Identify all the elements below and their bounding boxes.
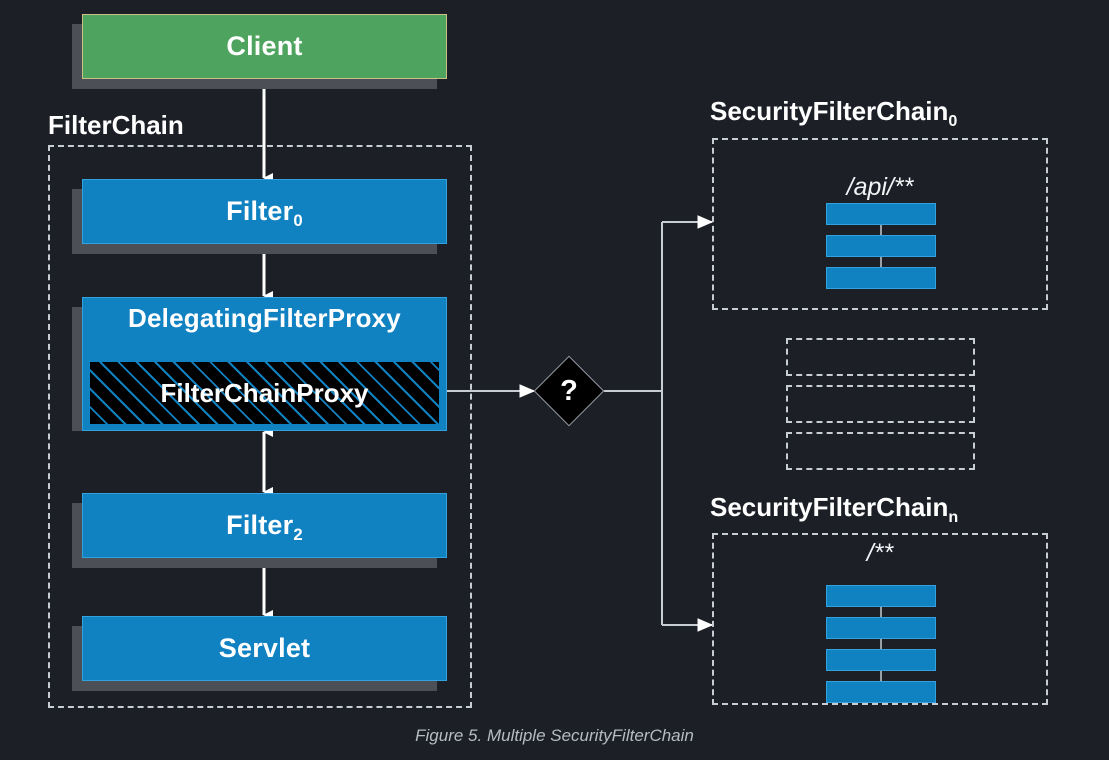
- placeholder-chain-box: [786, 385, 975, 423]
- security-filter-chain-n-connector: [880, 639, 882, 649]
- security-filter-chain-n-filter-bar[interactable]: [826, 617, 936, 639]
- security-filter-chain-0-filter-bar[interactable]: [826, 203, 936, 225]
- filter-chain-container: [48, 145, 472, 708]
- filter-0-box[interactable]: Filter0: [82, 179, 447, 244]
- filter-2-box[interactable]: Filter2: [82, 493, 447, 558]
- filter-chain-proxy-box[interactable]: FilterChainProxy: [90, 362, 439, 424]
- security-filter-chain-n-filter-bar[interactable]: [826, 585, 936, 607]
- security-filter-chain-0-connector: [880, 225, 882, 235]
- security-filter-chain-0-caption: SecurityFilterChain0: [710, 96, 958, 130]
- security-filter-chain-n-caption: SecurityFilterChainn: [710, 492, 959, 526]
- decision-diamond-label: ?: [560, 374, 578, 407]
- security-filter-chain-0-connector: [880, 257, 882, 267]
- security-filter-chain-n-connector: [880, 607, 882, 617]
- delegating-filter-proxy-label: DelegatingFilterProxy: [128, 303, 401, 333]
- security-filter-chain-n-filter-bar[interactable]: [826, 649, 936, 671]
- filter-chain-caption: FilterChain: [48, 110, 184, 140]
- client-box[interactable]: Client: [82, 14, 447, 79]
- servlet-label: Servlet: [218, 633, 311, 663]
- security-filter-chain-0-filter-bar[interactable]: [826, 267, 936, 289]
- security-filter-chain-0-container: [712, 138, 1048, 310]
- filter-0-label: Filter0: [226, 196, 303, 231]
- filter-2-label: Filter2: [226, 510, 303, 545]
- security-filter-chain-n-pattern: /**: [866, 539, 894, 567]
- security-filter-chain-0-pattern: /api/**: [846, 173, 914, 201]
- placeholder-chain-box: [786, 432, 975, 470]
- figure-caption: Figure 5. Multiple SecurityFilterChain: [415, 726, 694, 745]
- security-filter-chain-n-connector: [880, 671, 882, 681]
- placeholder-chain-box: [786, 338, 975, 376]
- filter-chain-proxy-label: FilterChainProxy: [160, 378, 369, 408]
- security-filter-chain-n-container: [712, 533, 1048, 705]
- decision-diamond[interactable]: ?: [533, 355, 605, 427]
- security-filter-chain-0-filter-bar[interactable]: [826, 235, 936, 257]
- security-filter-chain-n-filter-bar[interactable]: [826, 681, 936, 703]
- servlet-box[interactable]: Servlet: [82, 616, 447, 681]
- client-label: Client: [226, 31, 303, 61]
